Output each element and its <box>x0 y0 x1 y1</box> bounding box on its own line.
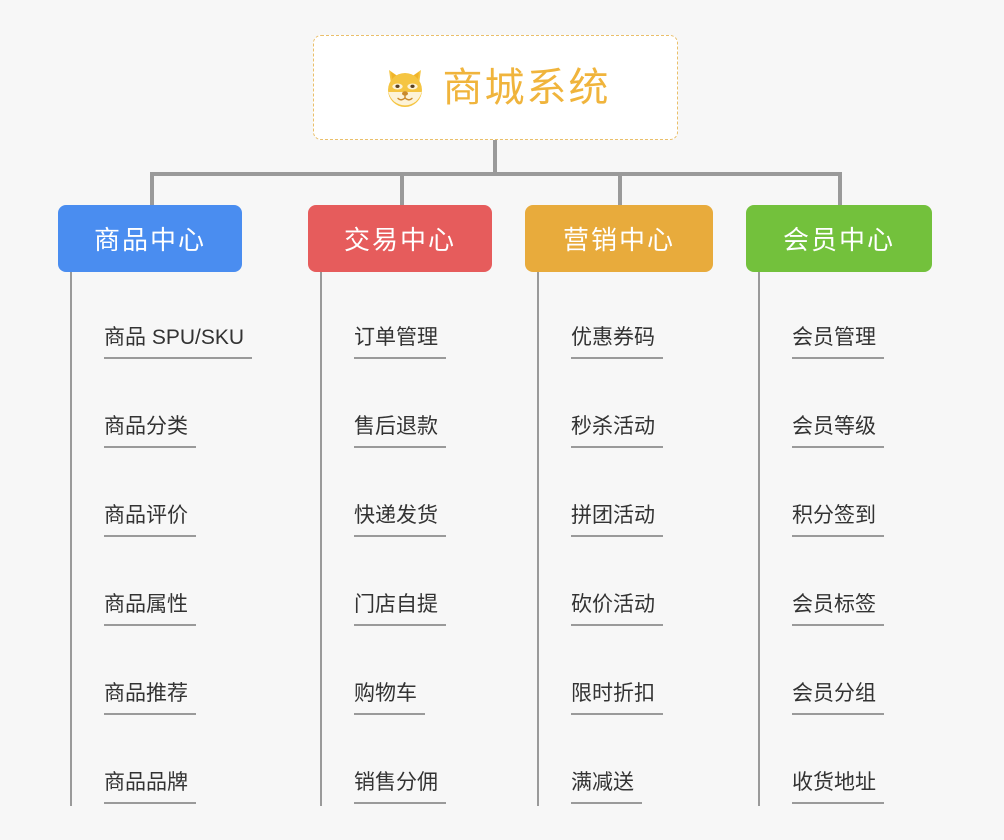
list-item-label: 砍价活动 <box>571 593 663 626</box>
list-item-label: 门店自提 <box>354 593 446 626</box>
category-label: 商品中心 <box>93 225 206 255</box>
list-item[interactable]: 门店自提 <box>322 539 492 628</box>
list-item-label: 收货地址 <box>792 771 884 804</box>
list-item[interactable]: 会员等级 <box>760 361 932 450</box>
category-label: 会员中心 <box>782 225 895 255</box>
branch-marketing-center: 营销中心 优惠券码 秒杀活动 拼团活动 砍价活动 限时折扣 满减送 <box>525 205 713 806</box>
list-item[interactable]: 满减送 <box>539 717 713 806</box>
list-item[interactable]: 商品 SPU/SKU <box>72 272 253 361</box>
leaf-list-marketing-center: 优惠券码 秒杀活动 拼团活动 砍价活动 限时折扣 满减送 <box>537 272 713 806</box>
category-header-trade-center[interactable]: 交易中心 <box>308 205 492 272</box>
list-item-label: 订单管理 <box>354 326 446 359</box>
list-item[interactable]: 拼团活动 <box>539 450 713 539</box>
list-item[interactable]: 售后退款 <box>322 361 492 450</box>
root-node[interactable]: 商城系统 <box>313 35 678 140</box>
category-label: 交易中心 <box>343 225 456 255</box>
list-item[interactable]: 收货地址 <box>760 717 932 806</box>
list-item-label: 购物车 <box>354 682 425 715</box>
list-item[interactable]: 砍价活动 <box>539 539 713 628</box>
list-item[interactable]: 快递发货 <box>322 450 492 539</box>
list-item-label: 快递发货 <box>354 504 446 537</box>
branch-product-center: 商品中心 商品 SPU/SKU 商品分类 商品评价 商品属性 商品推荐 商品品牌 <box>58 205 253 806</box>
branch-member-center: 会员中心 会员管理 会员等级 积分签到 会员标签 会员分组 收货地址 <box>746 205 932 806</box>
list-item[interactable]: 会员分组 <box>760 628 932 717</box>
list-item-label: 限时折扣 <box>571 682 663 715</box>
list-item[interactable]: 商品品牌 <box>72 717 242 806</box>
list-item[interactable]: 销售分佣 <box>322 717 492 806</box>
list-item-label: 商品分类 <box>104 415 196 448</box>
category-label: 营销中心 <box>562 225 675 255</box>
branch-trade-center: 交易中心 订单管理 售后退款 快递发货 门店自提 购物车 销售分佣 <box>308 205 492 806</box>
list-item-label: 商品评价 <box>104 504 196 537</box>
list-item-label: 会员标签 <box>792 593 884 626</box>
list-item-label: 商品推荐 <box>104 682 196 715</box>
list-item[interactable]: 限时折扣 <box>539 628 713 717</box>
connector-drop-2 <box>400 172 404 205</box>
list-item[interactable]: 会员标签 <box>760 539 932 628</box>
list-item-label: 商品属性 <box>104 593 196 626</box>
list-item[interactable]: 购物车 <box>322 628 492 717</box>
list-item-label: 会员分组 <box>792 682 884 715</box>
list-item-label: 会员等级 <box>792 415 884 448</box>
category-header-product-center[interactable]: 商品中心 <box>58 205 242 272</box>
category-header-marketing-center[interactable]: 营销中心 <box>525 205 713 272</box>
connector-horizontal-bus <box>150 172 842 176</box>
root-node-content: 商城系统 <box>381 64 611 112</box>
list-item[interactable]: 商品属性 <box>72 539 242 628</box>
list-item-label: 满减送 <box>571 771 642 804</box>
leaf-list-member-center: 会员管理 会员等级 积分签到 会员标签 会员分组 收货地址 <box>758 272 932 806</box>
list-item[interactable]: 积分签到 <box>760 450 932 539</box>
list-item[interactable]: 会员管理 <box>760 272 932 361</box>
list-item[interactable]: 商品评价 <box>72 450 242 539</box>
list-item[interactable]: 订单管理 <box>322 272 492 361</box>
dog-face-icon <box>381 64 429 112</box>
list-item-label: 积分签到 <box>792 504 884 537</box>
list-item-label: 拼团活动 <box>571 504 663 537</box>
leaf-list-product-center: 商品 SPU/SKU 商品分类 商品评价 商品属性 商品推荐 商品品牌 <box>70 272 253 806</box>
list-item-label: 优惠券码 <box>571 326 663 359</box>
leaf-list-trade-center: 订单管理 售后退款 快递发货 门店自提 购物车 销售分佣 <box>320 272 492 806</box>
list-item[interactable]: 商品分类 <box>72 361 242 450</box>
list-item-label: 商品 SPU/SKU <box>104 326 253 359</box>
connector-drop-3 <box>618 172 622 205</box>
connector-drop-1 <box>150 172 154 205</box>
list-item[interactable]: 秒杀活动 <box>539 361 713 450</box>
connector-drop-4 <box>838 172 842 205</box>
list-item-label: 秒杀活动 <box>571 415 663 448</box>
list-item-label: 售后退款 <box>354 415 446 448</box>
category-header-member-center[interactable]: 会员中心 <box>746 205 932 272</box>
list-item[interactable]: 优惠券码 <box>539 272 713 361</box>
list-item-label: 会员管理 <box>792 326 884 359</box>
connector-root-stem <box>493 140 497 176</box>
list-item-label: 销售分佣 <box>354 771 446 804</box>
root-title: 商城系统 <box>442 65 611 110</box>
list-item-label: 商品品牌 <box>104 771 196 804</box>
list-item[interactable]: 商品推荐 <box>72 628 242 717</box>
